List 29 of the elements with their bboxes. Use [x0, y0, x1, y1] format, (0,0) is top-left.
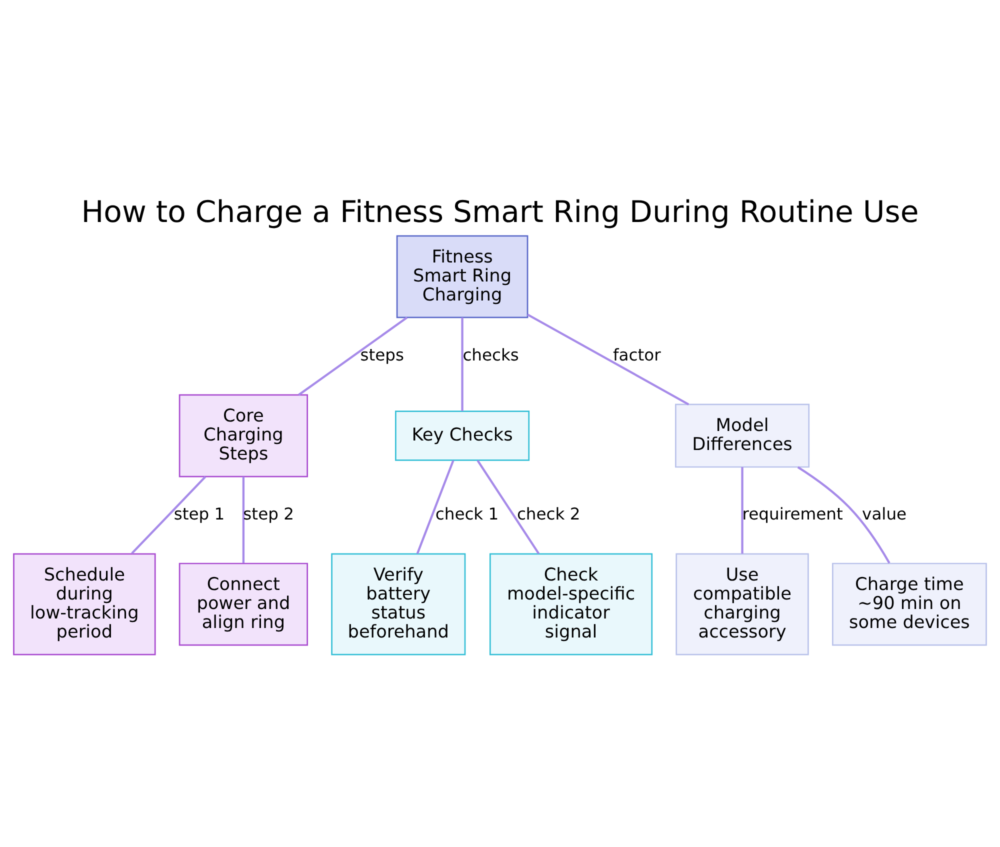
node-box: Verify battery status beforehand [331, 553, 466, 656]
node-box: Key Checks [395, 410, 530, 461]
node-box: Schedule during low-tracking period [13, 553, 156, 656]
node-box: Connect power and align ring [178, 562, 308, 646]
connector [461, 318, 464, 411]
connector [741, 467, 744, 554]
connector [242, 476, 245, 563]
diagram-title: How to Charge a Fitness Smart Ring During Routine Use [81, 194, 919, 230]
edge-label: step 2 [243, 504, 294, 524]
edge-label: value [862, 504, 907, 524]
node-box: Charge time ~90 min on some devices [832, 562, 987, 646]
node-box: Core Charging Steps [178, 394, 308, 478]
connector [476, 460, 540, 554]
node-box: Model Differences [675, 404, 810, 468]
edge-label: checks [462, 345, 519, 364]
edge-label: step 1 [174, 504, 225, 524]
connector [298, 316, 408, 396]
connector [797, 466, 890, 564]
node-box: Use compatible charging accessory [676, 553, 809, 656]
edge-label: check 2 [516, 504, 580, 524]
node-box: Check model-specific indicator signal [489, 553, 653, 656]
connector [527, 314, 690, 406]
connector [416, 460, 454, 554]
edge-label: factor [613, 345, 661, 364]
edge-label: check 1 [435, 504, 499, 524]
node-box: Fitness Smart Ring Charging [396, 235, 528, 318]
edge-label: requirement [742, 504, 843, 524]
connector [131, 476, 206, 554]
edge-label: steps [360, 345, 404, 364]
